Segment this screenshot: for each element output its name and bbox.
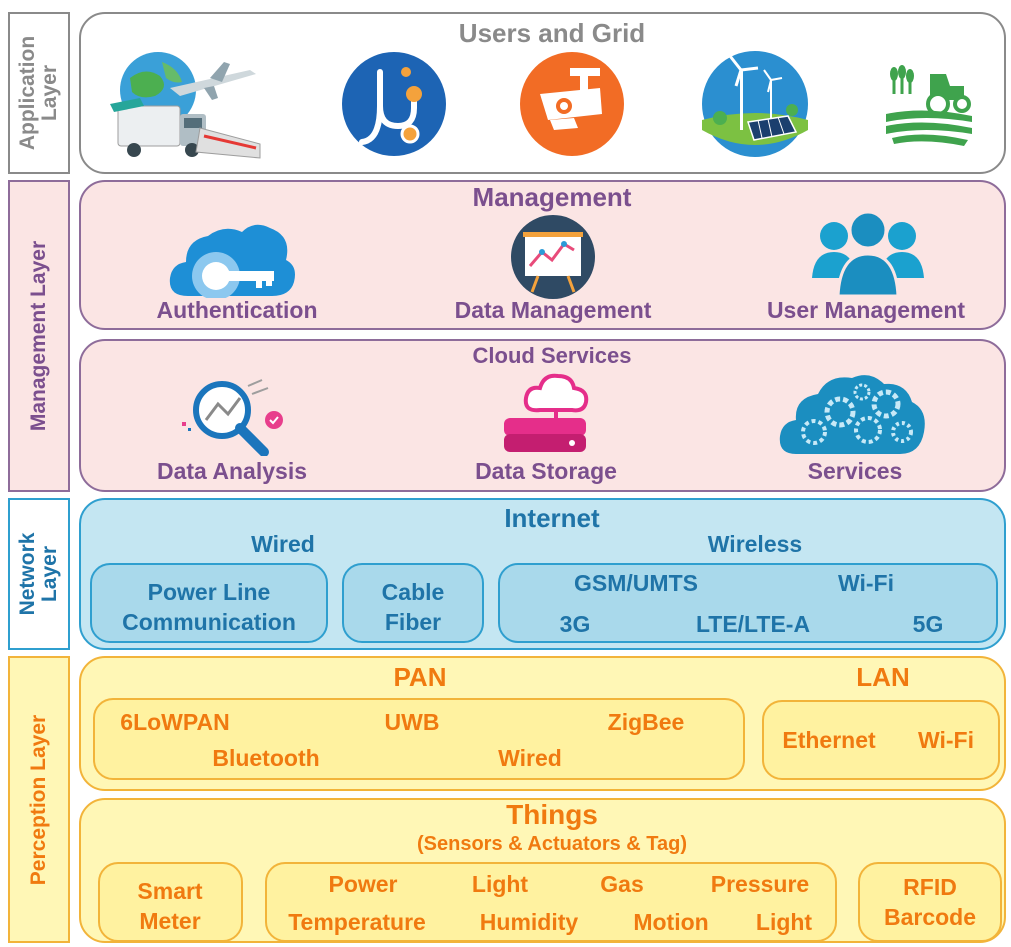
user-management-label: User Management bbox=[766, 297, 966, 323]
lan-wifi-label: Wi-Fi bbox=[918, 727, 974, 753]
authentication-label: Authentication bbox=[156, 297, 318, 323]
cloud-storage-icon bbox=[500, 370, 590, 456]
power-line-box bbox=[90, 563, 328, 643]
perception-layer-label-text: Perception Layer bbox=[26, 714, 50, 885]
lte-label: LTE/LTE-A bbox=[695, 611, 811, 637]
zigbee-label: ZigBee bbox=[607, 709, 685, 735]
users-group-icon bbox=[808, 206, 928, 298]
management-layer-label: Management Layer bbox=[8, 180, 70, 492]
data-analysis-label: Data Analysis bbox=[157, 458, 307, 484]
ethernet-label: Ethernet bbox=[782, 727, 876, 753]
light-label-2: Light bbox=[755, 909, 813, 935]
services-label: Services bbox=[807, 458, 903, 484]
pan-title: PAN bbox=[393, 662, 447, 692]
management-layer-label-text: Management Layer bbox=[26, 240, 50, 432]
cloud-key-icon bbox=[168, 218, 298, 298]
5g-label: 5G bbox=[912, 611, 944, 637]
rfid-box bbox=[858, 862, 1002, 942]
rfid-label: RFID Barcode bbox=[883, 874, 977, 930]
gsm-umts-label: GSM/UMTS bbox=[574, 570, 698, 596]
lan-box bbox=[762, 700, 1000, 780]
perception-layer-label: Perception Layer bbox=[8, 656, 70, 943]
lan-title: LAN bbox=[856, 662, 910, 692]
pan-box bbox=[93, 698, 745, 780]
security-camera-icon bbox=[518, 50, 626, 158]
smart-meter-box bbox=[98, 862, 243, 942]
wireless-box bbox=[498, 563, 998, 643]
wired-title: Wired bbox=[251, 531, 315, 557]
transportation-icon bbox=[100, 48, 265, 163]
smart-meter-label: Smart Meter bbox=[137, 878, 203, 934]
cable-fiber-label: Cable Fiber bbox=[381, 579, 445, 635]
gas-label: Gas bbox=[600, 871, 644, 897]
uwb-label: UWB bbox=[384, 709, 440, 735]
application-title: Users and Grid bbox=[458, 18, 646, 48]
pan-wired-label: Wired bbox=[498, 745, 562, 771]
network-wifi-label: Wi-Fi bbox=[838, 570, 894, 596]
healthcare-stethoscope-icon bbox=[340, 50, 448, 158]
temperature-label: Temperature bbox=[288, 909, 426, 935]
gears-cloud-icon bbox=[778, 370, 928, 456]
bluetooth-label: Bluetooth bbox=[212, 745, 320, 771]
power-line-label: Power Line Communication bbox=[122, 579, 296, 635]
network-layer-label-text: Network Layer bbox=[15, 532, 61, 616]
pressure-label: Pressure bbox=[710, 871, 810, 897]
network-layer-label: Network Layer bbox=[8, 498, 70, 650]
3g-label: 3G bbox=[559, 611, 591, 637]
agriculture-tractor-icon bbox=[884, 64, 976, 150]
wireless-title: Wireless bbox=[707, 531, 803, 557]
things-subtitle: (Sensors & Actuators & Tag) bbox=[416, 833, 688, 855]
light-label-1: Light bbox=[471, 871, 529, 897]
sensors-box bbox=[265, 862, 837, 942]
presentation-board-icon bbox=[508, 214, 598, 300]
humidity-label: Humidity bbox=[479, 909, 579, 935]
motion-label: Motion bbox=[633, 909, 709, 935]
internet-title: Internet bbox=[504, 503, 600, 533]
cloud-services-title: Cloud Services bbox=[472, 343, 632, 368]
data-analysis-magnifier-icon bbox=[178, 376, 288, 456]
data-storage-label: Data Storage bbox=[475, 458, 617, 484]
management-title: Management bbox=[472, 182, 632, 212]
application-layer-label: Application Layer bbox=[8, 12, 70, 174]
cable-fiber-box bbox=[342, 563, 484, 643]
things-title: Things bbox=[506, 799, 598, 830]
data-management-label: Data Management bbox=[454, 297, 652, 323]
renewable-energy-icon bbox=[700, 50, 810, 158]
6lowpan-label: 6LoWPAN bbox=[120, 709, 230, 735]
power-label: Power bbox=[328, 871, 398, 897]
application-layer-label-text: Application Layer bbox=[15, 35, 61, 151]
